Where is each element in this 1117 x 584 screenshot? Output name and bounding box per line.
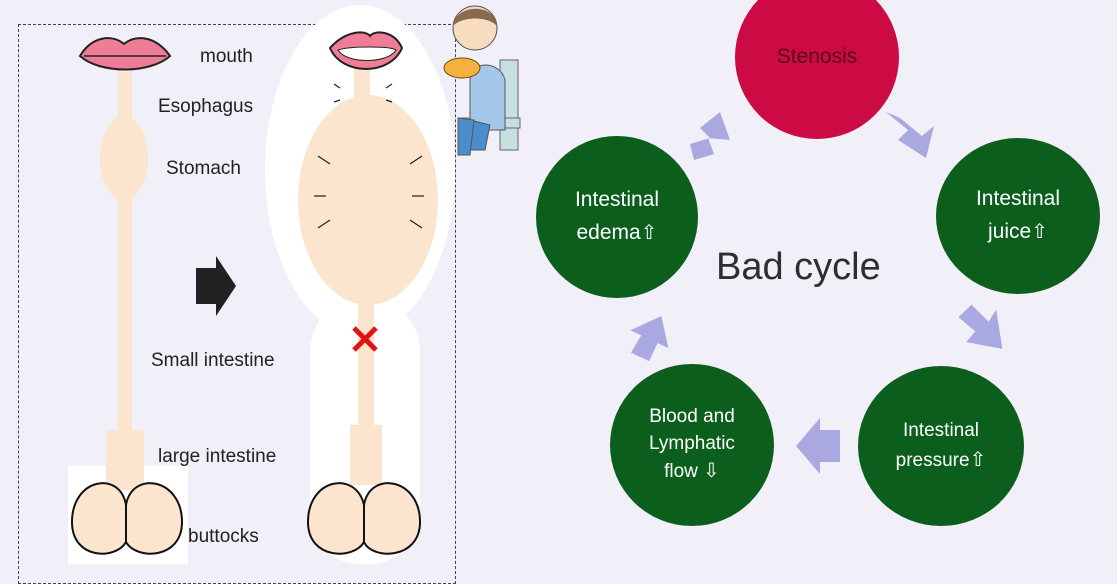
node-pressure-line2: pressure — [895, 450, 970, 472]
cycle-arrows — [630, 112, 1003, 474]
node-pressure-line1: Intestinal — [902, 419, 980, 441]
normal-tract — [70, 37, 184, 555]
label-large-intestine: large intestine — [158, 446, 277, 467]
obstruction-x-icon — [352, 326, 378, 352]
node-edema-line1: Intestinal — [574, 188, 660, 212]
cycle-arrow-4 — [630, 316, 669, 362]
cycle-arrow-3 — [796, 418, 840, 474]
label-esophagus: Esophagus — [158, 96, 254, 117]
decrease-arrow-icon: ⇩ — [703, 460, 720, 483]
node-juice-line1: Intestinal — [975, 187, 1061, 211]
anatomy-diagram — [68, 5, 521, 564]
normal-stomach — [100, 116, 148, 200]
node-stenosis-label: Stenosis — [776, 44, 858, 68]
node-intestinal-juice: Intestinal juice⇧ — [936, 138, 1100, 294]
vomiting-person-illustration — [443, 5, 521, 156]
pressure-arrows — [314, 83, 424, 229]
increase-arrow-icon: ⇧ — [1031, 221, 1048, 243]
node-blood-line2: Lymphatic — [649, 432, 735, 454]
node-blood-line1: Blood and — [649, 406, 735, 428]
transition-arrow-icon — [196, 256, 236, 316]
distended-stomach — [298, 95, 438, 305]
obstructed-tract — [298, 31, 438, 555]
increase-arrow-icon: ⇧ — [969, 449, 987, 472]
increase-arrow-icon: ⇧ — [640, 222, 658, 244]
cycle-title: Bad cycle — [716, 246, 881, 288]
node-intestinal-pressure: Intestinal pressure⇧ — [858, 366, 1024, 526]
node-intestinal-edema: Intestinal edema⇧ — [536, 136, 698, 298]
node-juice-line2: juice — [988, 220, 1032, 243]
node-blood-line3: flow — [664, 461, 698, 483]
node-blood-lymphatic-flow: Blood and Lymphatic flow ⇩ — [610, 364, 774, 526]
label-stomach: Stomach — [166, 158, 241, 179]
node-stenosis: Stenosis — [735, 0, 899, 139]
cycle-arrow-2 — [958, 304, 1003, 349]
cycle-arrow-1 — [886, 112, 934, 158]
cycle-arrow-5 — [690, 112, 730, 160]
label-buttocks: buttocks — [188, 526, 259, 547]
mouth-lips-normal — [78, 37, 172, 71]
label-small-intestine: Small intestine — [151, 350, 275, 371]
label-mouth: mouth — [200, 46, 253, 67]
node-edema-line2: edema — [576, 221, 641, 244]
